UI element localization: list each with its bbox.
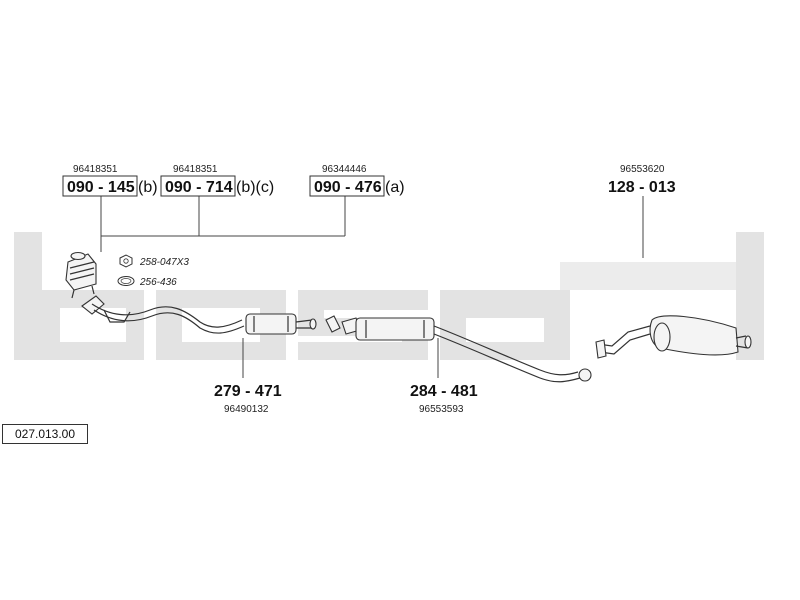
callout-090-714[interactable]: 96418351 090 - 714 (b)(c) (160, 164, 274, 197)
callout-090-476[interactable]: 96344446 090 - 476 (a) (309, 164, 405, 197)
oe-number: 96553620 (620, 164, 665, 175)
diagram-reference-number: 027.013.00 (2, 424, 88, 444)
small-part-256-436[interactable]: 256-436 (117, 276, 177, 289)
part-number: 090 - 145 (67, 179, 135, 196)
part-number-box (160, 175, 236, 197)
front-pipe (81, 295, 317, 335)
callout-284-481[interactable]: 284 - 481 96553593 (410, 383, 478, 415)
callout-leader-lines (100, 195, 644, 378)
oe-number: 96490132 (224, 404, 269, 415)
middle-pipe (325, 315, 592, 383)
part-number-box (62, 175, 138, 197)
callout-128-013[interactable]: 96553620 128 - 013 (608, 164, 676, 196)
part-suffix: (b) (138, 179, 158, 196)
part-number: 284 - 481 (410, 383, 478, 400)
oe-number: 96418351 (73, 164, 118, 175)
small-part-code: 256-436 (139, 277, 177, 288)
rear-silencer (595, 315, 752, 359)
part-number: 090 - 476 (314, 179, 382, 196)
part-suffix: (a) (385, 179, 405, 196)
oe-number: 96418351 (173, 164, 218, 175)
small-part-258-047x3[interactable]: 258-047X3 (119, 254, 189, 268)
part-number: 090 - 714 (165, 179, 233, 196)
part-number: 128 - 013 (608, 179, 676, 196)
callout-090-145[interactable]: 96418351 090 - 145 (b) (62, 164, 158, 197)
bosal-watermark (14, 232, 764, 360)
oe-number: 96344446 (322, 164, 367, 175)
callout-279-471[interactable]: 279 - 471 96490132 (214, 383, 282, 415)
small-part-code: 258-047X3 (139, 257, 189, 268)
gasket-ring-icon (117, 276, 135, 286)
nut-icon (119, 254, 133, 268)
part-number-box (309, 175, 385, 197)
catalytic-converter (65, 251, 97, 299)
part-number: 279 - 471 (214, 383, 282, 400)
part-suffix: (b)(c) (236, 179, 274, 196)
oe-number: 96553593 (419, 404, 464, 415)
